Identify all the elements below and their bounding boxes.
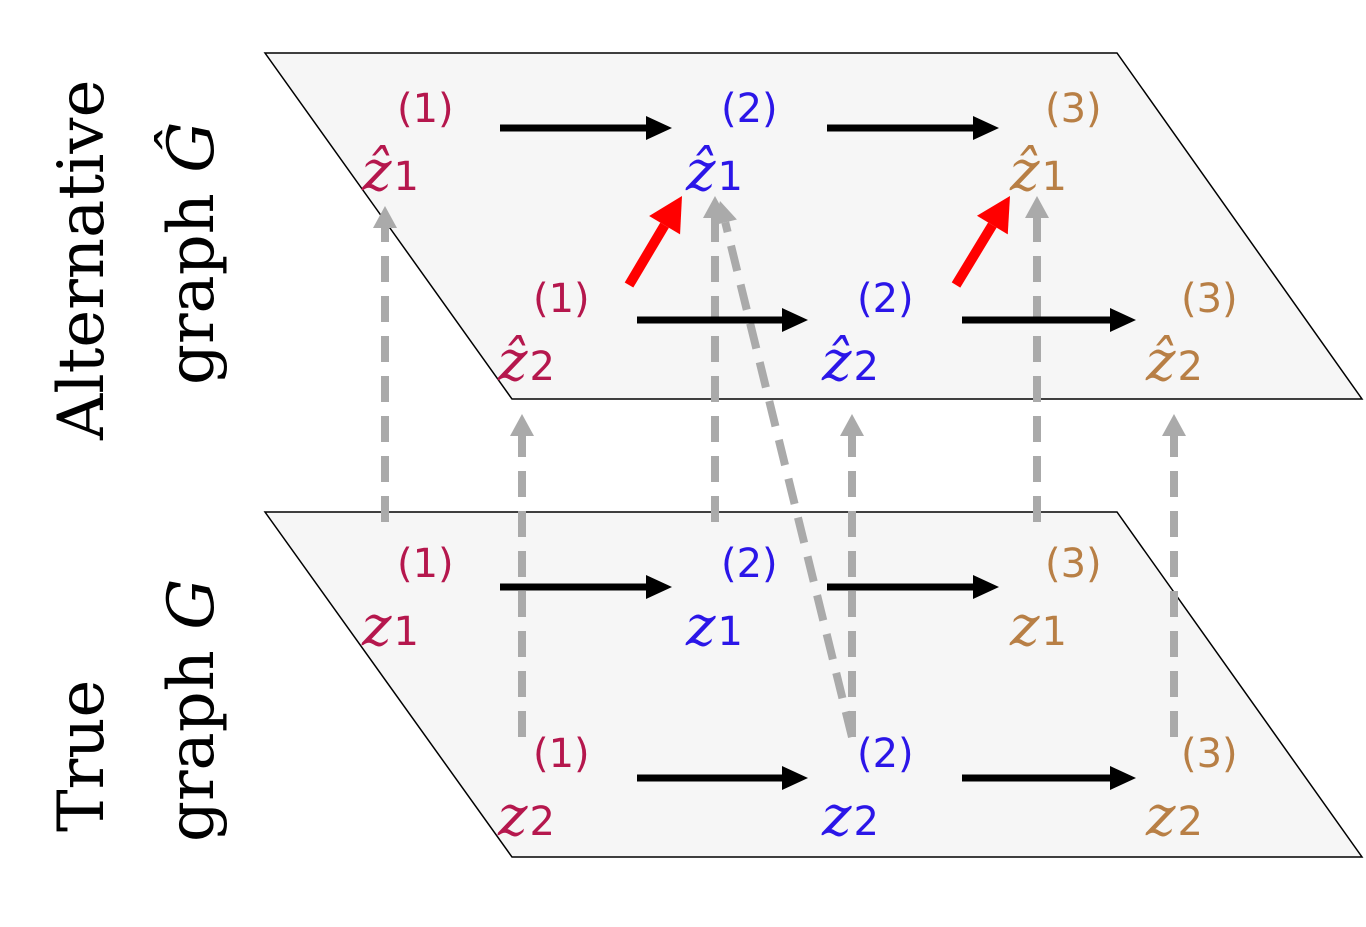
true-graph-label: True <box>45 680 119 832</box>
mapping-edge-z13-zh13 <box>1025 196 1049 522</box>
mapping-edge-z22-zh22 <box>840 414 864 737</box>
causal-edge-zh22-zh23 <box>962 308 1136 332</box>
node-variable: ẑ <box>821 329 852 394</box>
alternative-graph-symbol: Ĝ <box>155 121 229 173</box>
node-variable: z <box>685 594 716 659</box>
node-variable: ẑ <box>497 329 528 394</box>
node-subscript: 1 <box>1042 609 1067 655</box>
true-graph-label-2: graph G <box>155 579 229 842</box>
node-variable: ẑ <box>685 139 716 204</box>
node-superscript: (1) <box>533 276 590 322</box>
alternative-graph-label-line1: Alternative <box>45 79 119 440</box>
node-zh12: ẑ1 (2) <box>685 86 778 204</box>
node-variable: z <box>1009 594 1040 659</box>
node-superscript: (2) <box>721 86 778 132</box>
node-variable: ẑ <box>1145 329 1176 394</box>
node-zh22: ẑ2 (2) <box>821 276 914 394</box>
true-graph-label-line1: True <box>45 679 119 832</box>
node-subscript: 2 <box>854 799 879 845</box>
alternative-graph-label: Alternative <box>45 80 119 440</box>
causal-edge-zh11-zh12 <box>500 116 672 140</box>
node-z12: z1 (2) <box>685 541 778 659</box>
alternative-graph-label-2: graph Ĝ <box>155 122 229 385</box>
alternative-edge-zh21-zh12 <box>624 196 682 288</box>
node-superscript: (1) <box>397 86 454 132</box>
true-graph-symbol: G <box>155 578 229 630</box>
causal-edge-z22-z23 <box>962 766 1136 790</box>
node-zh23: ẑ2 (3) <box>1145 276 1238 394</box>
node-superscript: (2) <box>857 276 914 322</box>
mapping-edge-z21-zh21 <box>510 414 534 737</box>
node-subscript: 2 <box>530 344 555 390</box>
node-subscript: 2 <box>854 344 879 390</box>
node-subscript: 1 <box>718 154 743 200</box>
node-zh13: ẑ1 (3) <box>1009 86 1102 204</box>
node-z13: z1 (3) <box>1009 541 1102 659</box>
true-graph-label-line2: graph <box>155 650 229 842</box>
causal-edge-z12-z13 <box>827 575 999 599</box>
node-variable: ẑ <box>361 139 392 204</box>
alternative-edges <box>624 196 1010 288</box>
node-subscript: 1 <box>394 609 419 655</box>
node-superscript: (2) <box>857 731 914 777</box>
causal-edge-zh21-zh22 <box>637 308 808 332</box>
node-z22: z2 (2) <box>821 731 914 849</box>
node-variable: ẑ <box>1009 139 1040 204</box>
node-subscript: 2 <box>1178 799 1203 845</box>
node-z23: z2 (3) <box>1145 731 1238 849</box>
node-subscript: 2 <box>1178 344 1203 390</box>
node-zh21: ẑ2 (1) <box>497 276 590 394</box>
node-subscript: 1 <box>1042 154 1067 200</box>
mapping-edge-z11-zh11 <box>373 206 397 522</box>
node-superscript: (3) <box>1045 86 1102 132</box>
causal-edge-z21-z22 <box>637 766 808 790</box>
true-graph-plane <box>263 511 1364 858</box>
node-superscript: (2) <box>721 541 778 587</box>
node-variable: z <box>821 784 852 849</box>
alternative-edge-zh22-zh13 <box>951 196 1010 288</box>
node-variable: z <box>361 594 392 659</box>
node-superscript: (3) <box>1181 276 1238 322</box>
node-z11: z1 (1) <box>361 541 454 659</box>
alternative-graph-plane <box>263 52 1364 400</box>
node-z21: z2 (1) <box>497 731 590 849</box>
causal-edge-zh12-zh13 <box>827 116 999 140</box>
mapping-edge-z22-zh12 <box>713 201 856 738</box>
node-variable: z <box>497 784 528 849</box>
node-subscript: 1 <box>394 154 419 200</box>
alternative-graph-label-line2: graph <box>155 193 229 385</box>
node-superscript: (3) <box>1181 731 1238 777</box>
mapping-edge-z23-zh23 <box>1162 414 1186 737</box>
causal-edges <box>500 116 1136 790</box>
node-superscript: (1) <box>397 541 454 587</box>
causal-edge-z11-z12 <box>500 575 672 599</box>
node-superscript: (3) <box>1045 541 1102 587</box>
node-subscript: 1 <box>718 609 743 655</box>
node-variable: z <box>1145 784 1176 849</box>
nodes: ẑ1(1)ẑ1(2)ẑ1(3)ẑ2(1)ẑ2(2)ẑ2(3)z1(1)z1(2)… <box>361 86 1238 849</box>
node-subscript: 2 <box>530 799 555 845</box>
mapping-edges-upper <box>373 196 1186 738</box>
node-superscript: (1) <box>533 731 590 777</box>
node-zh11: ẑ1 (1) <box>361 86 454 204</box>
